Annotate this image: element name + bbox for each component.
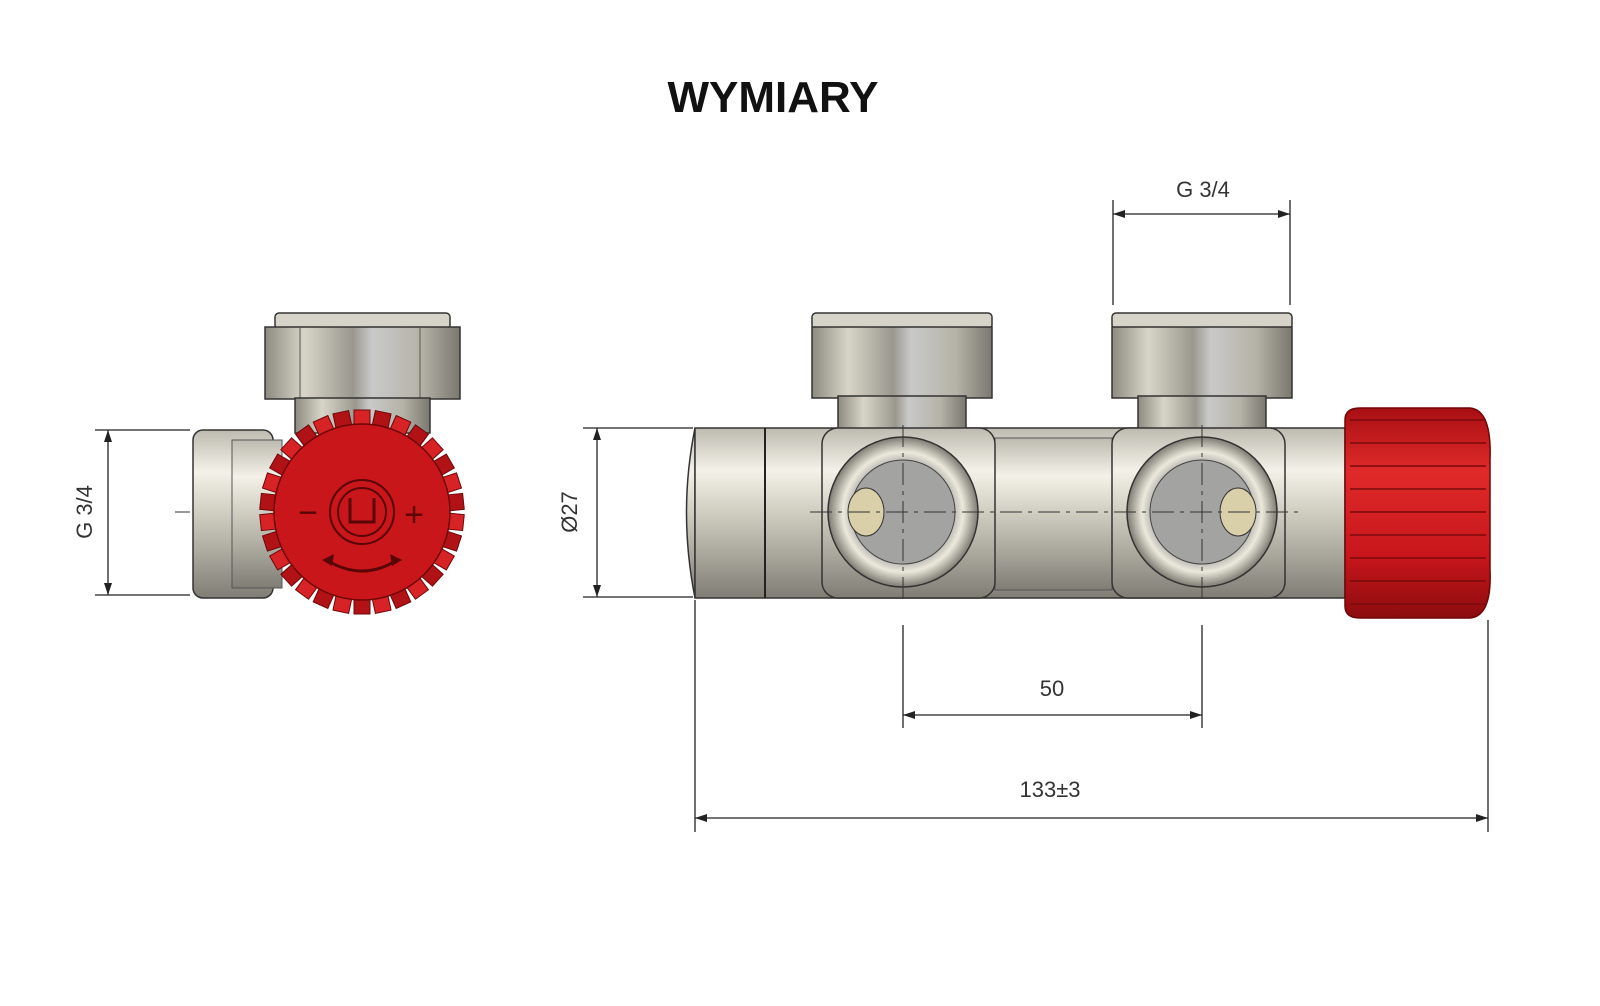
front-knob[interactable] [1344,407,1491,619]
side-knob[interactable] [273,423,451,601]
dimension-spacing: 50 [902,625,1203,728]
page-title: WYMIARY [667,73,878,122]
side-thread-label: G 3/4 [72,485,97,539]
hex-nut-right [1111,326,1293,399]
dimension-length: 133±3 [694,600,1489,832]
dimension-diameter: Ø27 [557,427,693,598]
side-view: − + [175,312,465,615]
dimension-side-thread: G 3/4 [72,429,190,596]
hex-nut-left [811,326,993,399]
knob-minus-label: − [298,494,318,532]
diameter-label: Ø27 [557,491,582,533]
logo-icon [329,479,395,545]
dimension-top-thread: G 3/4 [1112,177,1291,305]
rotate-arrow-icon [329,560,395,573]
front-view [685,312,1491,619]
top-thread-label: G 3/4 [1176,177,1230,202]
side-hex-nut [264,326,461,400]
knob-plus-label: + [404,496,424,534]
length-label: 133±3 [1019,777,1080,802]
spacing-label: 50 [1040,676,1064,701]
